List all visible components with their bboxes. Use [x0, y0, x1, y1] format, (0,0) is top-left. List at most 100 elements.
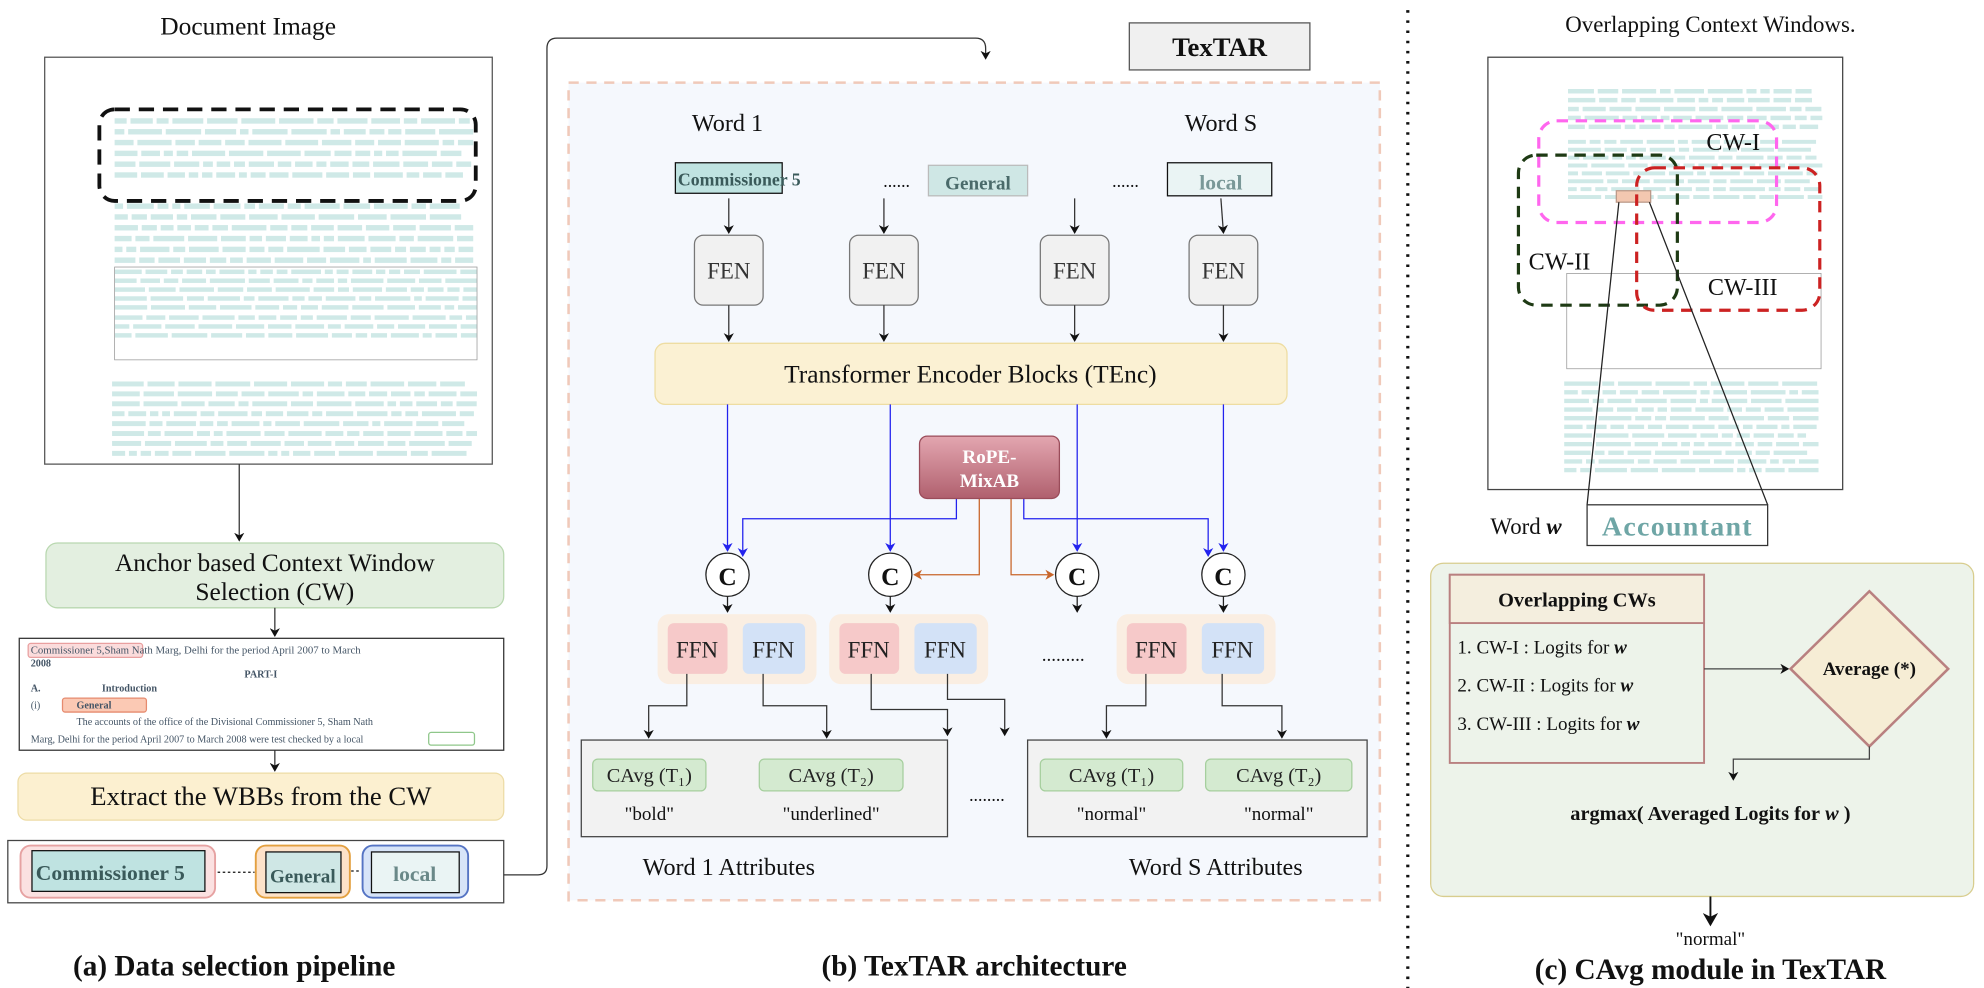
word-image-1: Commissioner 5: [678, 170, 801, 190]
text-line: [424, 270, 457, 274]
text-line: [1664, 125, 1674, 129]
text-line: [326, 172, 349, 177]
text-line: [1653, 459, 1676, 463]
text-line: [201, 411, 215, 416]
text-line: [146, 315, 165, 319]
text-line: [442, 421, 464, 426]
text-line: [1564, 381, 1598, 385]
text-line: [351, 315, 371, 319]
text-line: [187, 296, 204, 300]
text-line: [1631, 148, 1646, 152]
text-line: [1713, 187, 1726, 191]
text-line: [140, 278, 160, 282]
crop-line: The accounts of the office of the Divisi…: [76, 717, 373, 728]
crop-line: A.: [31, 684, 41, 695]
text-line: [293, 451, 310, 456]
text-line: [287, 247, 320, 252]
text-line: [142, 225, 157, 230]
text-line: [1743, 425, 1753, 429]
text-line: [145, 441, 171, 446]
text-line: [429, 391, 457, 396]
text-line: [429, 324, 457, 328]
text-line: [1625, 125, 1636, 129]
crop-line: (i): [31, 700, 41, 711]
table-item: 2. CW-II : Logits for w: [1457, 676, 1633, 697]
text-line: [1582, 171, 1602, 175]
average-label: Average (*): [1823, 659, 1916, 680]
panel-c-title: Overlapping Context Windows.: [1565, 12, 1855, 37]
text-line: [345, 324, 374, 328]
text-line: [325, 431, 343, 436]
text-line: [352, 161, 369, 166]
text-line: [291, 129, 326, 134]
text-line: [430, 203, 460, 208]
text-line: [1596, 433, 1629, 437]
text-line: [363, 431, 383, 436]
text-line: [249, 161, 274, 166]
text-line: [348, 391, 365, 396]
text-line: [205, 129, 236, 134]
text-line: [1689, 156, 1715, 160]
text-line: [112, 381, 144, 386]
text-line: [1605, 195, 1617, 199]
text-line: [308, 441, 332, 446]
text-line: [1736, 156, 1763, 160]
text-line: [1765, 468, 1784, 472]
text-line: [1776, 442, 1799, 446]
fen-label: FEN: [1202, 258, 1245, 283]
text-line: [1595, 451, 1605, 455]
text-line: [153, 236, 184, 241]
text-line: [1737, 433, 1750, 437]
text-line: [179, 287, 214, 291]
text-line: [236, 324, 264, 328]
text-line: [181, 401, 204, 406]
text-line: [391, 391, 410, 396]
text-line: [268, 333, 292, 337]
table-header: Overlapping CWs: [1498, 590, 1656, 612]
panel-b-caption: (b) TexTAR architecture: [822, 950, 1127, 982]
text-line: [151, 214, 173, 219]
text-line: [387, 431, 410, 436]
text-line: [1633, 171, 1665, 175]
table-item-text: 2. CW-II : Logits for: [1457, 676, 1616, 697]
text-line: [115, 278, 137, 282]
text-line: [115, 324, 130, 328]
text-line: [1582, 390, 1599, 394]
text-line: [312, 411, 322, 416]
word-w-label: Word w: [1490, 514, 1562, 539]
text-line: [393, 225, 416, 230]
text-line: [1564, 468, 1576, 472]
text-line: [267, 151, 301, 156]
text-line: [1618, 381, 1652, 385]
text-line: [1568, 164, 1587, 168]
text-line: [115, 129, 125, 134]
text-line: [268, 324, 291, 328]
text-line: [291, 225, 307, 230]
text-line: [411, 257, 438, 262]
text-line: [139, 161, 170, 166]
text-line: [1732, 416, 1764, 420]
text-line: [461, 333, 477, 337]
text-line: [1679, 148, 1689, 152]
text-line: [259, 203, 284, 208]
text-line: [346, 381, 367, 386]
cropped-context-window: Commissioner 5,Sham Nath Marg, Delhi for…: [19, 638, 503, 750]
text-line: [1608, 451, 1623, 455]
text-line: [1599, 459, 1634, 463]
document-image: [45, 57, 493, 464]
text-line: [395, 247, 406, 252]
text-line: [372, 421, 380, 426]
text-line: [178, 391, 212, 396]
text-line: [211, 333, 242, 337]
text-line: [389, 270, 400, 274]
text-line: [246, 333, 265, 337]
text-line: [240, 129, 249, 134]
text-line: [287, 411, 308, 416]
crop-line: Commissioner 5,Sham Nath Marg, Delhi for…: [31, 645, 362, 657]
text-line: [456, 401, 476, 406]
text-line: [115, 257, 136, 262]
text-line: [1756, 451, 1770, 455]
text-line: [149, 287, 176, 291]
text-line: [1796, 89, 1812, 93]
text-line: [1781, 425, 1789, 429]
